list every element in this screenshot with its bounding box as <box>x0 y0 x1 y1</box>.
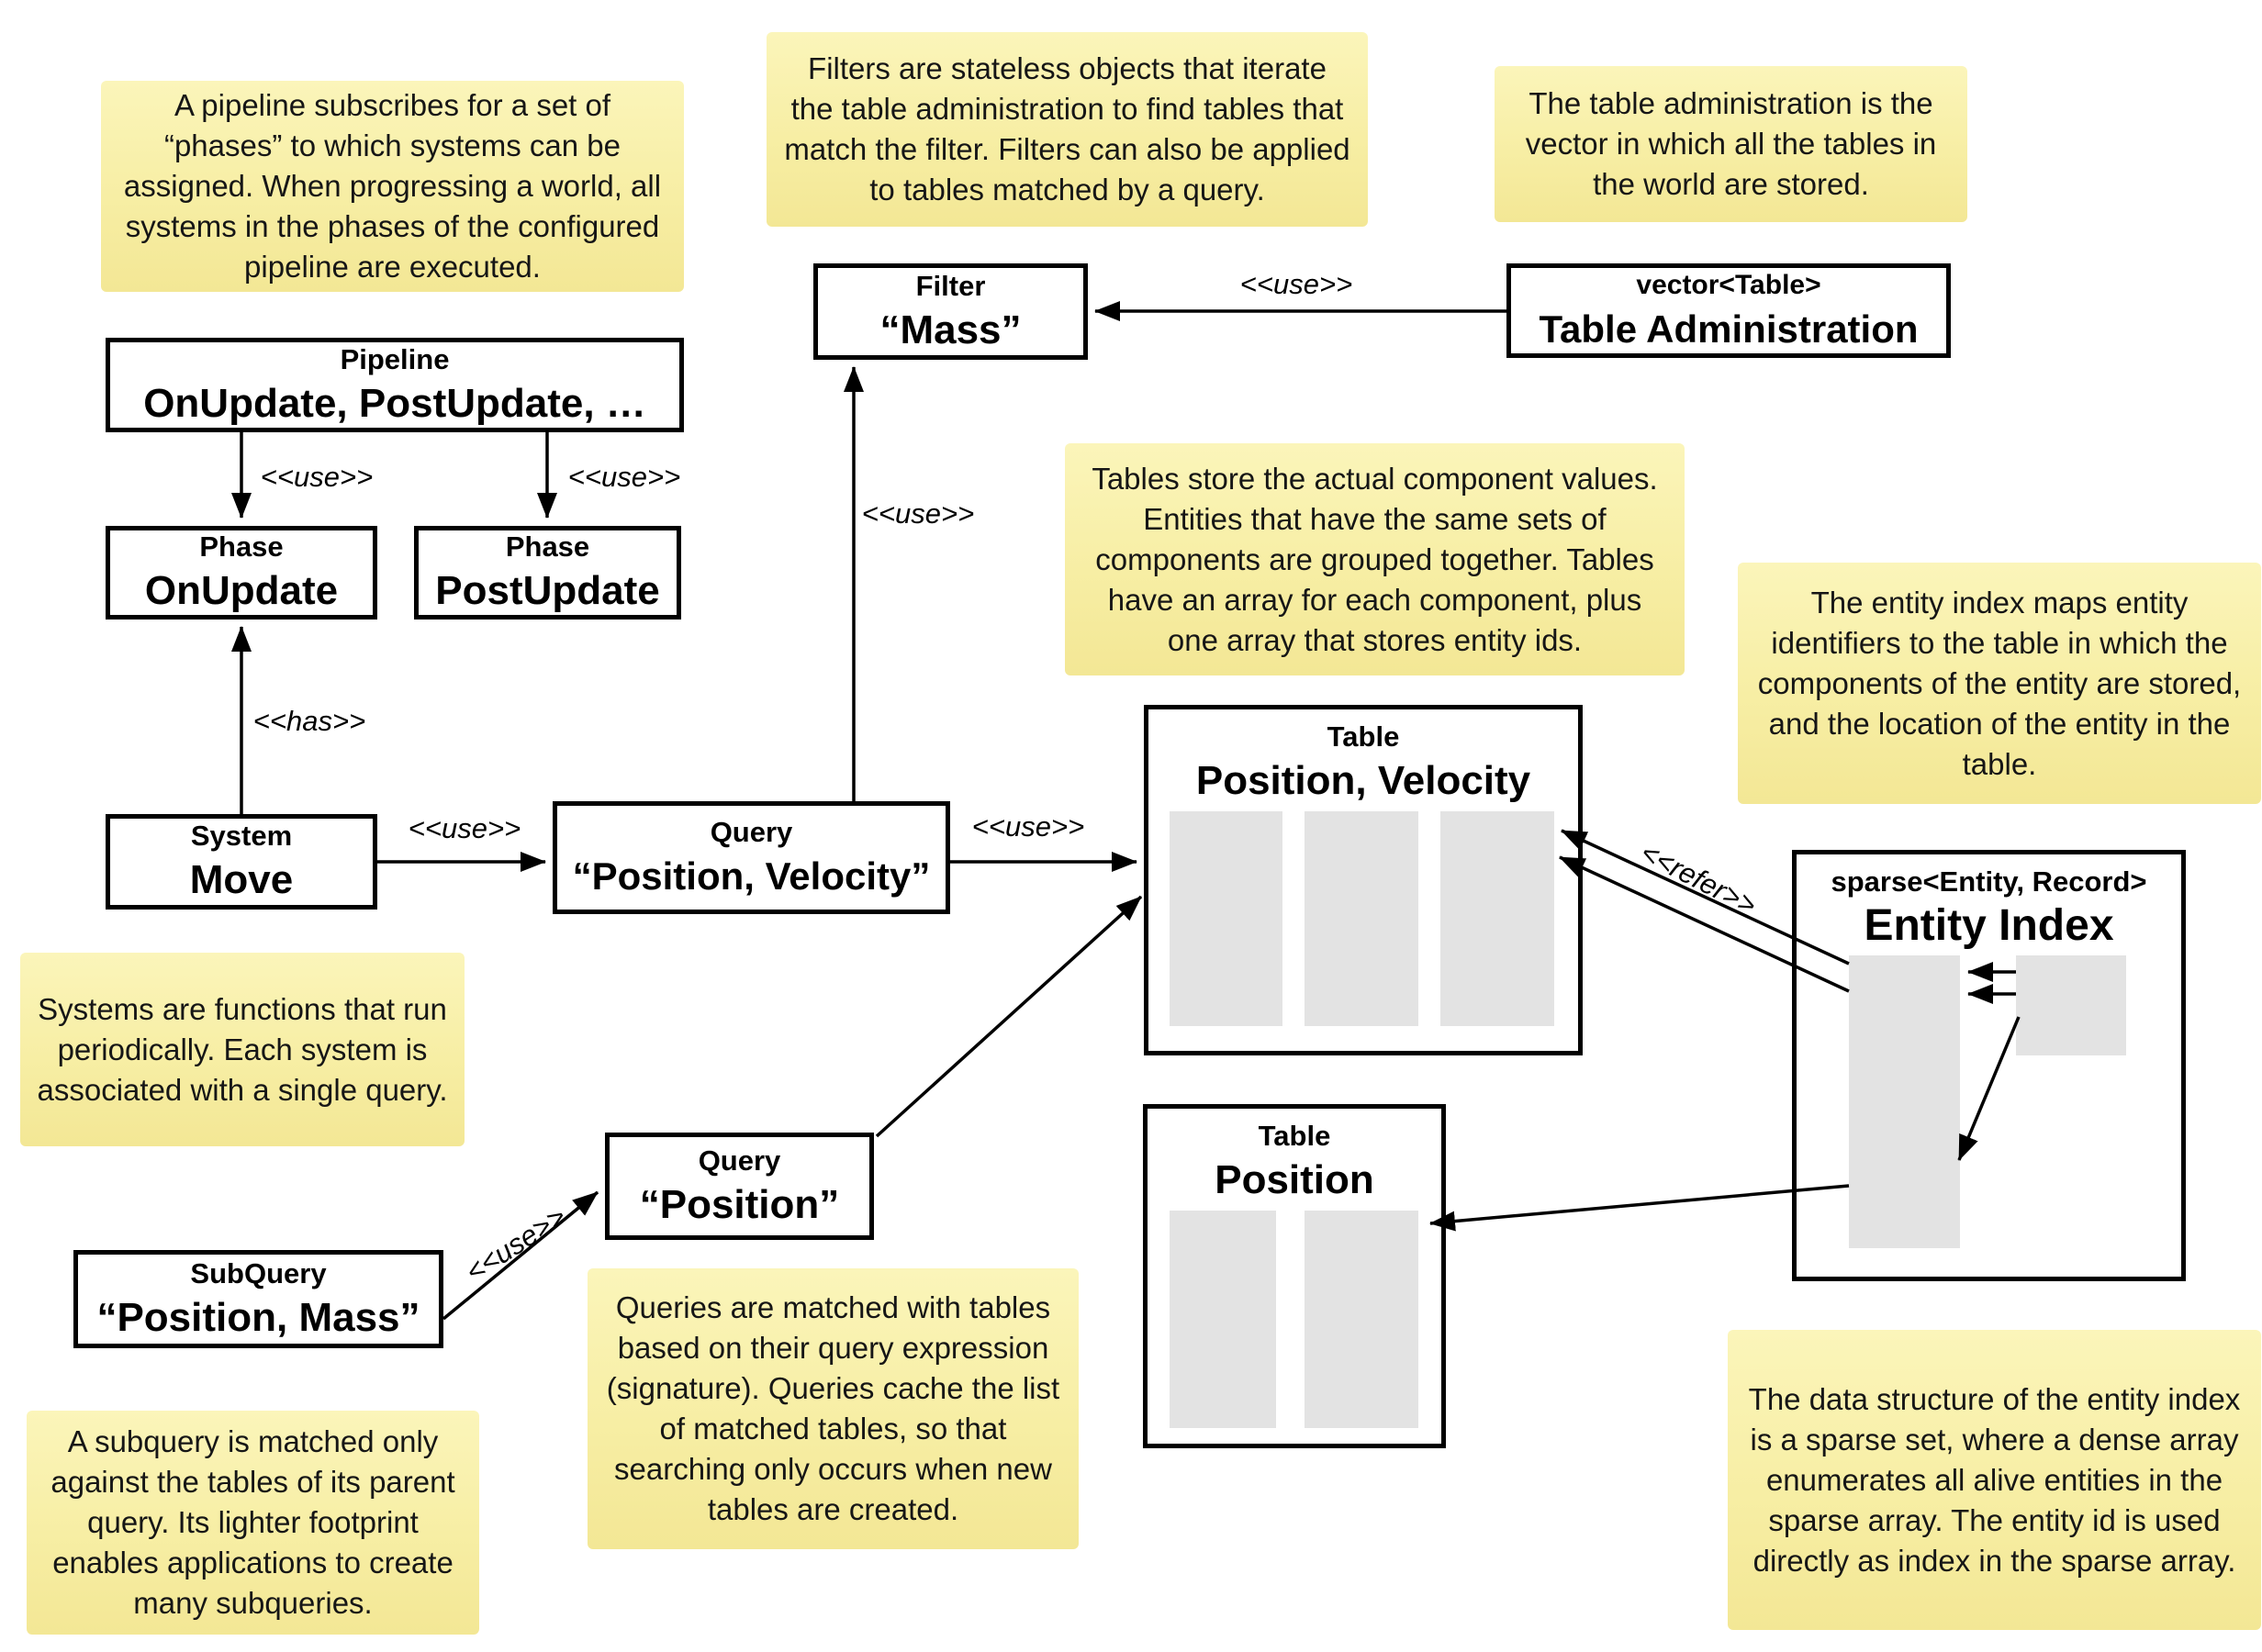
node-subquery-position-mass-stereotype: SubQuery <box>190 1256 327 1289</box>
note-queries: Queries are matched with tables based on… <box>588 1268 1079 1549</box>
node-table-position-velocity-stereotype: Table <box>1327 720 1400 753</box>
sparse-array <box>1849 955 1960 1248</box>
node-system-move: System Move <box>106 814 377 910</box>
node-table-position-velocity-name: Position, Velocity <box>1195 758 1531 803</box>
node-query-position-velocity-name: “Position, Velocity” <box>572 854 931 898</box>
node-pipeline-name: OnUpdate, PostUpdate, … <box>143 380 646 426</box>
note-pipeline-text: A pipeline subscribes for a set of “phas… <box>123 88 662 284</box>
node-entity-index: sparse<Entity, Record> Entity Index <box>1792 850 2186 1281</box>
node-query-position: Query “Position” <box>605 1133 874 1240</box>
note-sparse-set-text: The data structure of the entity index i… <box>1748 1381 2241 1578</box>
note-table-administration-text: The table administration is the vector i… <box>1525 86 1937 201</box>
node-phase-onupdate-name: OnUpdate <box>144 568 339 613</box>
edge-entityindex-to-table-pos <box>1429 1184 1850 1232</box>
note-filters-text: Filters are stateless objects that itera… <box>784 51 1350 206</box>
component-array-column <box>1440 811 1554 1026</box>
node-entity-index-name: Entity Index <box>1864 901 2114 950</box>
note-table-administration: The table administration is the vector i… <box>1495 66 1967 222</box>
note-subquery-text: A subquery is matched only against the t… <box>50 1424 455 1620</box>
node-subquery-position-mass: SubQuery “Position, Mass” <box>73 1250 443 1348</box>
edge-subquery-to-query <box>442 1190 599 1321</box>
node-query-position-stereotype: Query <box>698 1144 781 1177</box>
node-phase-postupdate-stereotype: Phase <box>505 530 590 563</box>
node-table-position-velocity: Table Position, Velocity <box>1144 705 1583 1055</box>
node-phase-onupdate-stereotype: Phase <box>199 530 284 563</box>
node-filter-mass-stereotype: Filter <box>915 269 986 302</box>
node-table-position-name: Position <box>1215 1157 1374 1202</box>
node-table-administration: vector<Table> Table Administration <box>1506 263 1951 358</box>
node-query-position-velocity-stereotype: Query <box>710 815 793 848</box>
node-query-position-name: “Position” <box>639 1181 840 1227</box>
node-table-position-stereotype: Table <box>1258 1120 1331 1152</box>
edge-label-use-tableadmin-filter: <<use>> <box>1239 268 1353 300</box>
note-tables: Tables store the actual component values… <box>1065 443 1685 675</box>
note-subquery: A subquery is matched only against the t… <box>27 1411 479 1635</box>
note-entity-index-text: The entity index maps entity identifiers… <box>1757 585 2242 781</box>
edge-label-use-query-filter: <<use>> <box>861 497 975 530</box>
note-systems-text: Systems are functions that run periodica… <box>37 991 448 1107</box>
dense-array <box>2016 955 2126 1055</box>
edge-entityindex-refer-2 <box>1559 855 1850 993</box>
edge-dense-to-sparse-diagonal <box>1957 1016 2021 1161</box>
edge-label-use-system-query: <<use>> <box>408 812 521 844</box>
node-subquery-position-mass-name: “Position, Mass” <box>96 1294 420 1340</box>
edge-entityindex-refer-1 <box>1561 829 1850 966</box>
component-array-column <box>1170 1211 1276 1428</box>
component-array-column <box>1170 811 1282 1026</box>
note-systems: Systems are functions that run periodica… <box>20 953 465 1146</box>
node-system-move-stereotype: System <box>190 820 293 852</box>
note-tables-text: Tables store the actual component values… <box>1092 461 1658 657</box>
note-queries-text: Queries are matched with tables based on… <box>606 1290 1060 1526</box>
edge-label-has-system-onupdate: <<has>> <box>252 705 366 737</box>
node-pipeline: Pipeline OnUpdate, PostUpdate, … <box>106 338 684 432</box>
edge-query-pos-to-table-pos-vel <box>875 895 1143 1138</box>
node-filter-mass: Filter “Mass” <box>813 263 1088 360</box>
node-pipeline-stereotype: Pipeline <box>340 342 450 375</box>
node-table-position: Table Position <box>1143 1104 1446 1448</box>
edge-label-use-query-table: <<use>> <box>971 810 1085 843</box>
note-entity-index: The entity index maps entity identifiers… <box>1738 563 2261 804</box>
component-array-column <box>1305 1211 1418 1428</box>
component-array-column <box>1305 811 1418 1026</box>
node-phase-onupdate: Phase OnUpdate <box>106 526 377 620</box>
edge-label-use-pipeline-onupdate: <<use>> <box>260 461 374 493</box>
node-table-administration-name: Table Administration <box>1539 307 1919 351</box>
node-query-position-velocity: Query “Position, Velocity” <box>553 801 950 914</box>
note-sparse-set: The data structure of the entity index i… <box>1728 1330 2261 1630</box>
node-entity-index-stereotype: sparse<Entity, Record> <box>1831 865 2147 898</box>
node-phase-postupdate-name: PostUpdate <box>435 568 660 613</box>
node-phase-postupdate: Phase PostUpdate <box>414 526 681 620</box>
node-filter-mass-name: “Mass” <box>879 307 1022 352</box>
node-system-move-name: Move <box>189 857 294 902</box>
note-filters: Filters are stateless objects that itera… <box>767 32 1368 227</box>
node-table-administration-stereotype: vector<Table> <box>1636 269 1821 300</box>
edge-label-use-pipeline-postupdate: <<use>> <box>567 461 681 493</box>
note-pipeline: A pipeline subscribes for a set of “phas… <box>101 81 684 292</box>
